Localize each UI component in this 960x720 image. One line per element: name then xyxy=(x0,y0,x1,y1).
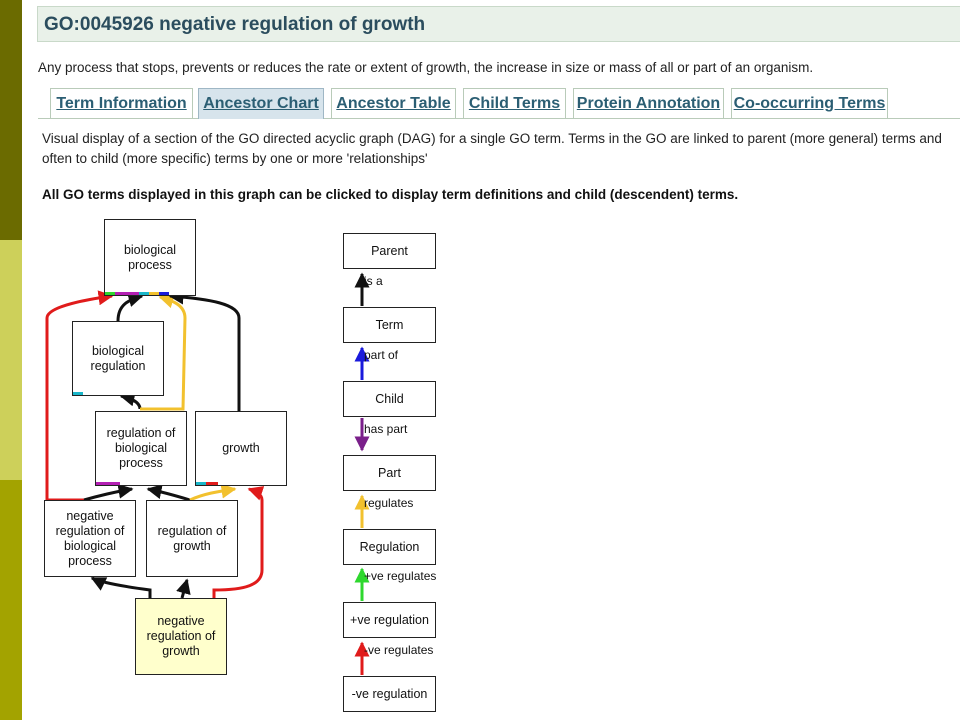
legend-label-positive-regulates: +ve regulates xyxy=(364,569,437,583)
node-color-strip xyxy=(149,292,159,295)
legend-label-is-a: is a xyxy=(364,274,383,288)
node-color-strip xyxy=(196,482,206,485)
tab-underline xyxy=(38,118,960,119)
side-band-bottom xyxy=(0,480,22,720)
node-label: biological process xyxy=(123,242,177,272)
edge-regulation-of-growth-to-regulation-of-bp xyxy=(146,484,191,502)
node-negative-regulation-of-biological-process[interactable]: negative regulation of biological proces… xyxy=(44,500,136,577)
node-color-strip xyxy=(159,292,169,295)
side-band-top xyxy=(0,0,22,240)
edge-negative-regulation-of-growth-to-growth xyxy=(212,486,265,598)
node-label: growth xyxy=(222,441,260,455)
visual-description: Visual display of a section of the GO di… xyxy=(42,131,942,166)
node-label: regulation of biological process xyxy=(106,426,176,470)
legend-node-part: Part xyxy=(343,455,436,491)
node-biological-regulation[interactable]: biological regulation xyxy=(72,321,164,396)
legend-label-regulates: regulates xyxy=(364,496,414,510)
tab-ancestor-table[interactable]: Ancestor Table xyxy=(331,88,456,118)
legend-node-negative-regulation: -ve regulation xyxy=(343,676,436,712)
legend-node-positive-regulation: +ve regulation xyxy=(343,602,436,638)
edge-biological-regulation-to-biological-process xyxy=(116,292,144,322)
edge-regulation-of-growth-to-growth xyxy=(189,483,237,502)
legend-node-term: Term xyxy=(343,307,436,343)
node-growth[interactable]: growth xyxy=(195,411,287,486)
node-regulation-of-growth[interactable]: regulation of growth xyxy=(146,500,238,577)
side-band-middle xyxy=(0,240,22,480)
term-definition: Any process that stops, prevents or redu… xyxy=(38,60,814,75)
node-color-strip xyxy=(139,292,149,295)
node-color-strip xyxy=(73,392,83,395)
legend-label-has-part: has part xyxy=(364,422,408,436)
node-color-strip xyxy=(206,482,218,485)
node-color-strip xyxy=(96,482,120,485)
edge-negative-regulation-of-bp-to-biological-process xyxy=(45,290,114,502)
node-regulation-of-biological-process[interactable]: regulation of biological process xyxy=(95,411,187,486)
tab-term-information[interactable]: Term Information xyxy=(50,88,193,118)
legend-node-parent: Parent xyxy=(343,233,436,269)
term-title-bar: GO:0045926 negative regulation of growth xyxy=(37,6,960,42)
legend-node-child: Child xyxy=(343,381,436,417)
edge-growth-to-biological-process xyxy=(168,289,241,411)
tab-co-occurring-terms[interactable]: Co-occurring Terms xyxy=(731,88,888,118)
legend-node-regulation: Regulation xyxy=(343,529,436,565)
node-label: negative regulation of biological proces… xyxy=(55,508,125,568)
legend-label-part-of: part of xyxy=(364,348,399,362)
node-color-strip xyxy=(115,292,139,295)
legend-label-negative-regulates: -ve regulates xyxy=(364,643,434,657)
edge-regulation-of-bp-to-biological-regulation xyxy=(119,391,142,410)
node-label: negative regulation of growth xyxy=(146,614,216,658)
node-biological-process[interactable]: biological process xyxy=(104,219,196,296)
edge-regulation-of-bp-to-biological-process xyxy=(140,293,187,411)
edge-negative-regulation-of-bp-to-regulation-of-bp xyxy=(83,483,134,502)
tab-protein-annotation[interactable]: Protein Annotation xyxy=(573,88,724,118)
node-color-strip xyxy=(105,292,115,295)
edge-negative-regulation-of-growth-to-regulation-of-growth xyxy=(176,578,191,599)
edge-negative-regulation-of-growth-to-negative-regulation-of-bp xyxy=(90,576,152,598)
node-label: regulation of growth xyxy=(157,523,227,553)
page-title: GO:0045926 negative regulation of growth xyxy=(44,14,426,35)
tab-ancestor-chart[interactable]: Ancestor Chart xyxy=(198,88,324,119)
tab-child-terms[interactable]: Child Terms xyxy=(463,88,566,118)
node-label: biological regulation xyxy=(90,343,146,373)
node-negative-regulation-of-growth[interactable]: negative regulation of growth xyxy=(135,598,227,675)
clickable-terms-note: All GO terms displayed in this graph can… xyxy=(42,187,739,202)
